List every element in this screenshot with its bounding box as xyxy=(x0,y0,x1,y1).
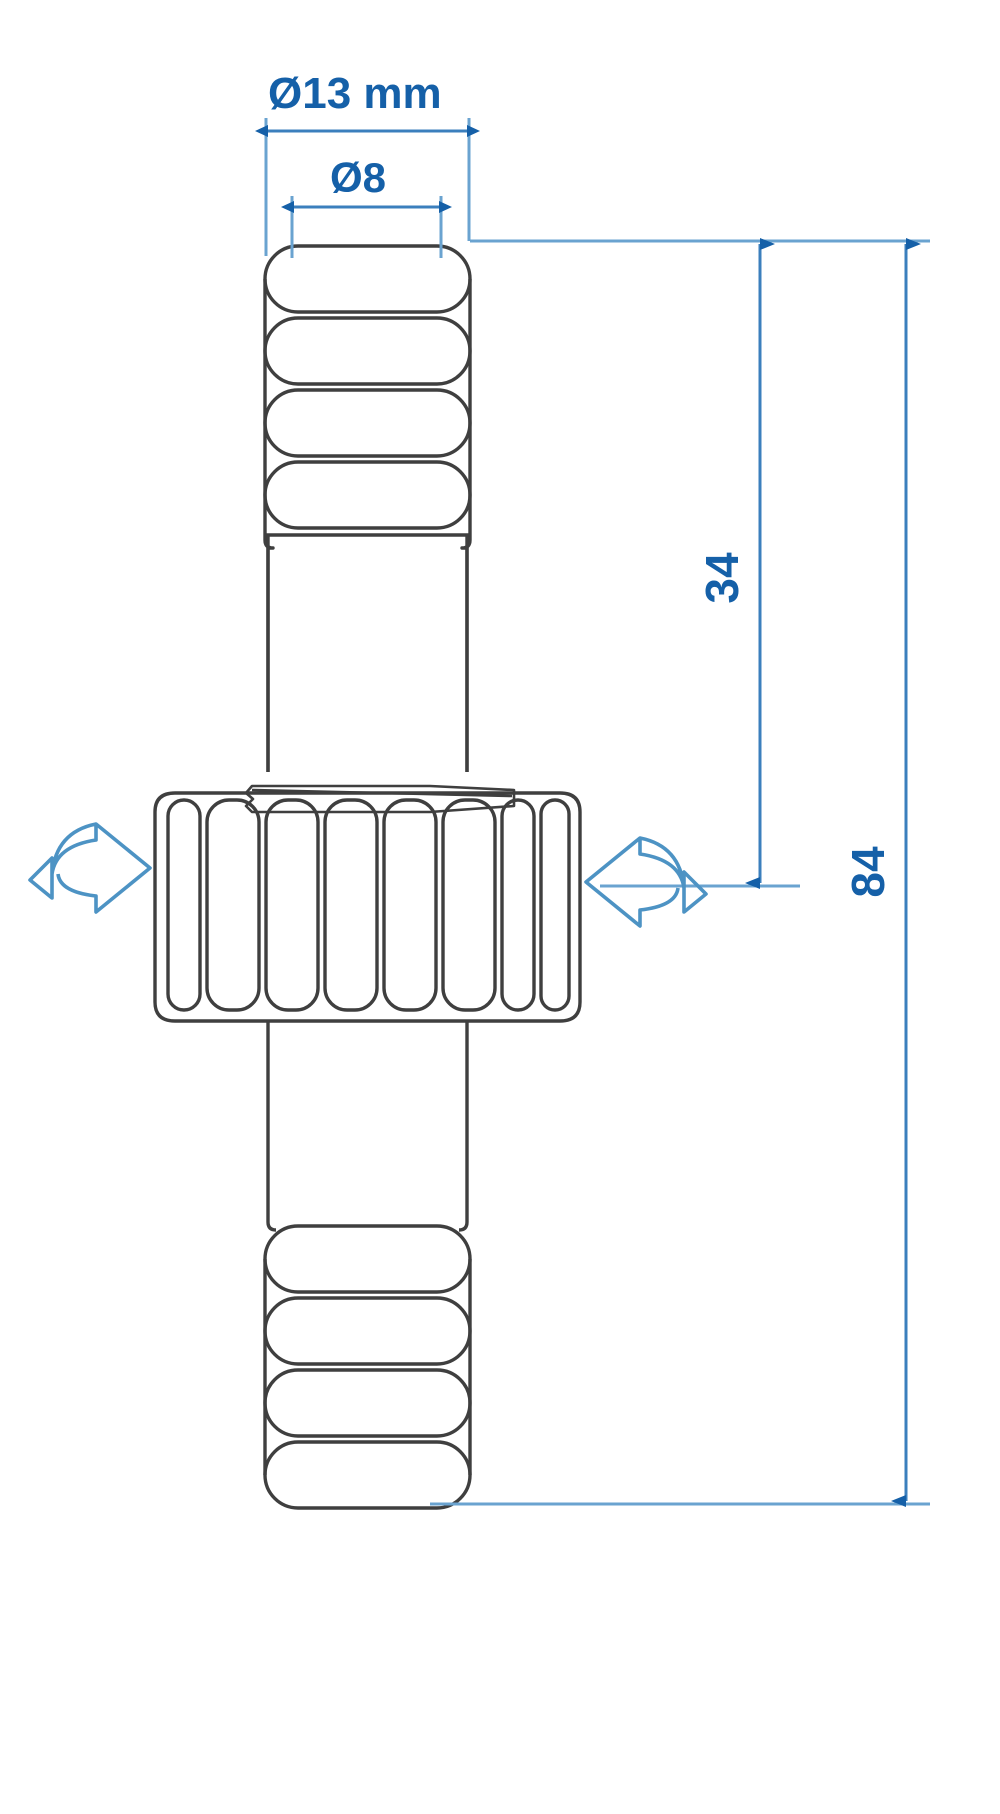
knurled-nut xyxy=(153,791,582,1023)
knurl-rib-8 xyxy=(539,798,571,1012)
part-outline-group xyxy=(153,244,582,1510)
knurl-rib-4 xyxy=(323,798,379,1012)
label-total-length: 84 xyxy=(842,846,894,898)
knurl-rib-2 xyxy=(205,798,261,1012)
bottom-shank-transition-right xyxy=(458,1196,469,1232)
knurl-rib-7 xyxy=(500,798,536,1012)
rotation-annotations xyxy=(28,822,708,928)
lower-shank xyxy=(266,1021,469,1196)
dimension-group: Ø13 mm Ø8 34 84 xyxy=(255,69,930,1507)
knurl-rib-3 xyxy=(264,798,320,1012)
label-inner-diameter: Ø8 xyxy=(330,154,386,201)
knurl-rib-5 xyxy=(382,798,438,1012)
rotation-arrow-right-icon xyxy=(584,836,708,928)
knurl-rib-1 xyxy=(166,798,202,1012)
upper-shank xyxy=(263,495,472,772)
rotation-arrow-left-icon xyxy=(28,822,152,914)
bottom-barb-stack xyxy=(263,1196,472,1510)
label-outer-diameter: Ø13 mm xyxy=(268,69,442,118)
knurl-rib-6 xyxy=(441,798,497,1012)
flange-lip-outline xyxy=(244,784,516,814)
bottom-shank-transition-left xyxy=(266,1196,277,1232)
label-upper-barb-length: 34 xyxy=(696,552,748,604)
knurled-nut-body xyxy=(153,791,582,1023)
